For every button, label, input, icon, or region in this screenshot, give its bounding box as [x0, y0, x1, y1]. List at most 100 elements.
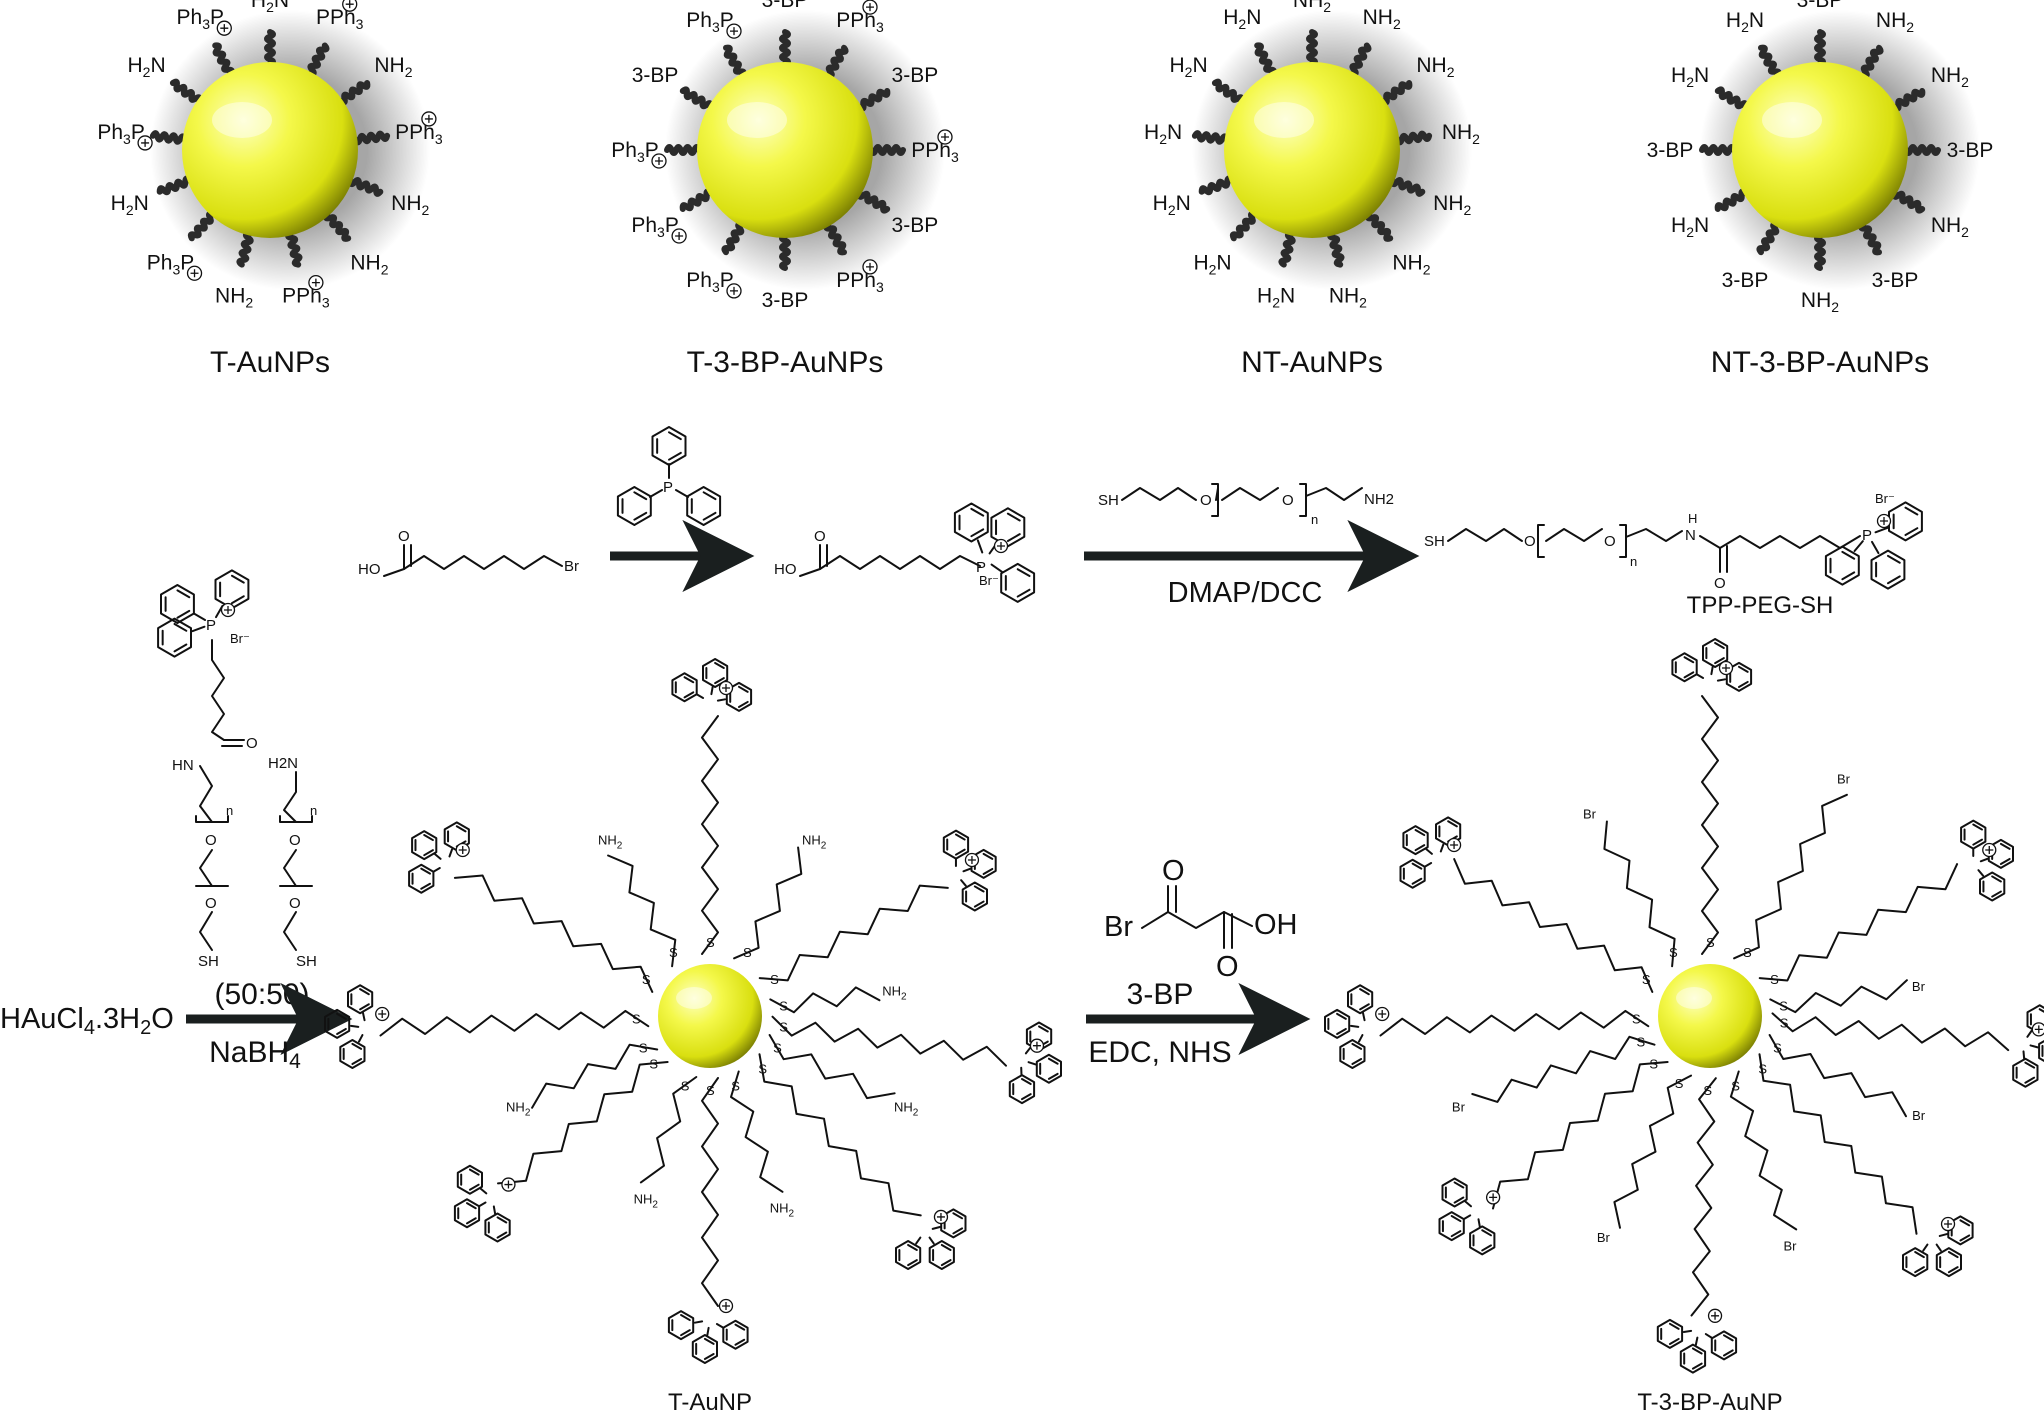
terminal-tpp [2012, 1004, 2044, 1088]
ligand-label: 3-BP [1797, 0, 1844, 12]
phenyl-ring [1438, 1211, 1465, 1242]
peg-chain [497, 1061, 669, 1185]
lig-p: P [206, 617, 216, 634]
phenyl-ring [1702, 638, 1729, 668]
peg-chain [1690, 1077, 1717, 1317]
ligand-chain [169, 78, 203, 105]
particle-label: T-3-BP-AuNPs [687, 346, 884, 379]
phenyl-ring [2038, 1040, 2044, 1062]
phenyl-ring [1339, 1039, 1366, 1069]
tpp-peg-sh-product: SH O O n H N O P Br⁻ TPP-PEG-SH [1424, 491, 1895, 619]
particle-1: H2NPPh3NH2PPh3NH2NH2PPh3NH2Ph3PH2NPh3PH2… [97, 0, 443, 379]
ligand-phenyl-cluster [157, 569, 250, 658]
terminal-tpp [453, 1164, 516, 1243]
step3-reagent: 3-BP [1127, 978, 1194, 1011]
ligand-chain [856, 88, 891, 112]
ligand-label: H2N [1144, 121, 1182, 147]
ligand-label: Ph3P [686, 269, 734, 295]
tpp-acid-phenyls [953, 502, 1036, 603]
ligand-label: NH2 [374, 54, 412, 80]
sulfur-atom: S [642, 972, 651, 987]
terminal-amine: NH2 [506, 1099, 531, 1118]
phenyl-ring [691, 1334, 718, 1364]
sulfur-atom: S [758, 1061, 767, 1076]
ligand-chain [1858, 221, 1882, 256]
sulfur-atom: S [1758, 1061, 1767, 1076]
ligand-chain [825, 44, 849, 79]
ligand-label: NH2 [1433, 192, 1471, 218]
sulfur-atom: S [669, 945, 678, 960]
ligand-chain [1365, 211, 1394, 242]
ligand-chain [1814, 233, 1826, 271]
phenyl-ring [157, 617, 192, 658]
peg-chain [701, 1077, 719, 1307]
ligand-chain [1699, 144, 1737, 156]
ligand-label: H2N [127, 54, 165, 80]
sulfur-atom: S [1703, 1083, 1712, 1098]
sulfur-atom: S [1706, 935, 1715, 950]
lig-n1: n [226, 803, 233, 818]
peg-chain [1379, 1009, 1650, 1037]
terminal-bromopyruvamide: Br [1912, 979, 1926, 994]
tpp-reagent-p: P [663, 479, 673, 496]
ligand-label: 3-BP [762, 0, 809, 12]
lig-o1: O [205, 832, 217, 849]
ligand-label: H2N [1193, 251, 1231, 277]
ligand-label: NH2 [391, 192, 429, 218]
peg-chain [758, 884, 949, 982]
peg-chain [1768, 1034, 1907, 1118]
tpp-acid-p: P [976, 559, 986, 576]
ligand-label: NH2 [1329, 285, 1367, 311]
peg-chain [1603, 820, 1676, 968]
peg-chain [1613, 1074, 1692, 1229]
phenyl-ring [1324, 1008, 1351, 1039]
sulfur-atom: S [731, 1079, 740, 1094]
terminal-tpp [1656, 1308, 1738, 1374]
top-particle-row: H2NPPh3NH2PPh3NH2NH2PPh3NH2Ph3PH2NPh3PH2… [97, 0, 1993, 379]
phenyl-ring [953, 502, 989, 543]
ligand-tpp-phenyls [157, 569, 250, 658]
ligand-label: NH2 [1931, 64, 1969, 90]
peg-chain [453, 874, 654, 993]
terminal-tpp [1960, 819, 2014, 902]
ligand-chain [187, 210, 216, 242]
ligand-chain [679, 188, 714, 212]
peg-n: n [1311, 512, 1318, 527]
sulfur-atom: S [1773, 1040, 1782, 1055]
phenyl-ring [1679, 1343, 1707, 1374]
ligand-chain [1327, 230, 1345, 268]
ligand-chain [352, 130, 391, 146]
phenyl-ring [1000, 562, 1036, 603]
ligand-chain [236, 230, 254, 268]
terminal-bromopyruvamide: Br [1597, 1230, 1611, 1245]
gold-nanoparticle [182, 62, 358, 238]
sh-peg-nh2: SH O O n NH2 [1098, 483, 1394, 527]
ligand-chain [779, 29, 791, 67]
lig-h2n: H2N [268, 755, 298, 772]
bp-o1: O [1162, 855, 1185, 887]
sulfur-atom: S [1649, 1057, 1658, 1072]
right-np-label: T-3-BP-AuNP [1637, 1389, 1782, 1416]
prod-carbonyl-o: O [1714, 575, 1726, 592]
prod-n-index: n [1630, 554, 1637, 569]
terminal-bromopyruvamide: Br [1837, 772, 1851, 787]
ligand-chain [723, 44, 747, 79]
terminal-bromopyruvamide: Br [1452, 1099, 1466, 1114]
ligand-label: NH2 [215, 285, 253, 311]
ligand-label: NH2 [1931, 214, 1969, 240]
phenyl-ring [484, 1212, 511, 1243]
phenyl-ring [1710, 1330, 1738, 1361]
ligand-label: Ph3P [611, 139, 659, 165]
peg-chain [607, 854, 677, 968]
phenyl-ring [1935, 1247, 1962, 1278]
ligand-label: PPh3 [395, 121, 443, 147]
terminal-amine: NH2 [634, 1191, 659, 1210]
terminal-bromopyruvamide: Br [1583, 806, 1597, 821]
terminal-amine: NH2 [802, 832, 827, 851]
lig-sh1: SH [198, 953, 219, 970]
prod-amide-n: N [1685, 527, 1696, 544]
terminal-amine: NH2 [770, 1201, 795, 1220]
ligand-chain [1814, 29, 1826, 67]
ligand-label: PPh3 [836, 9, 884, 35]
